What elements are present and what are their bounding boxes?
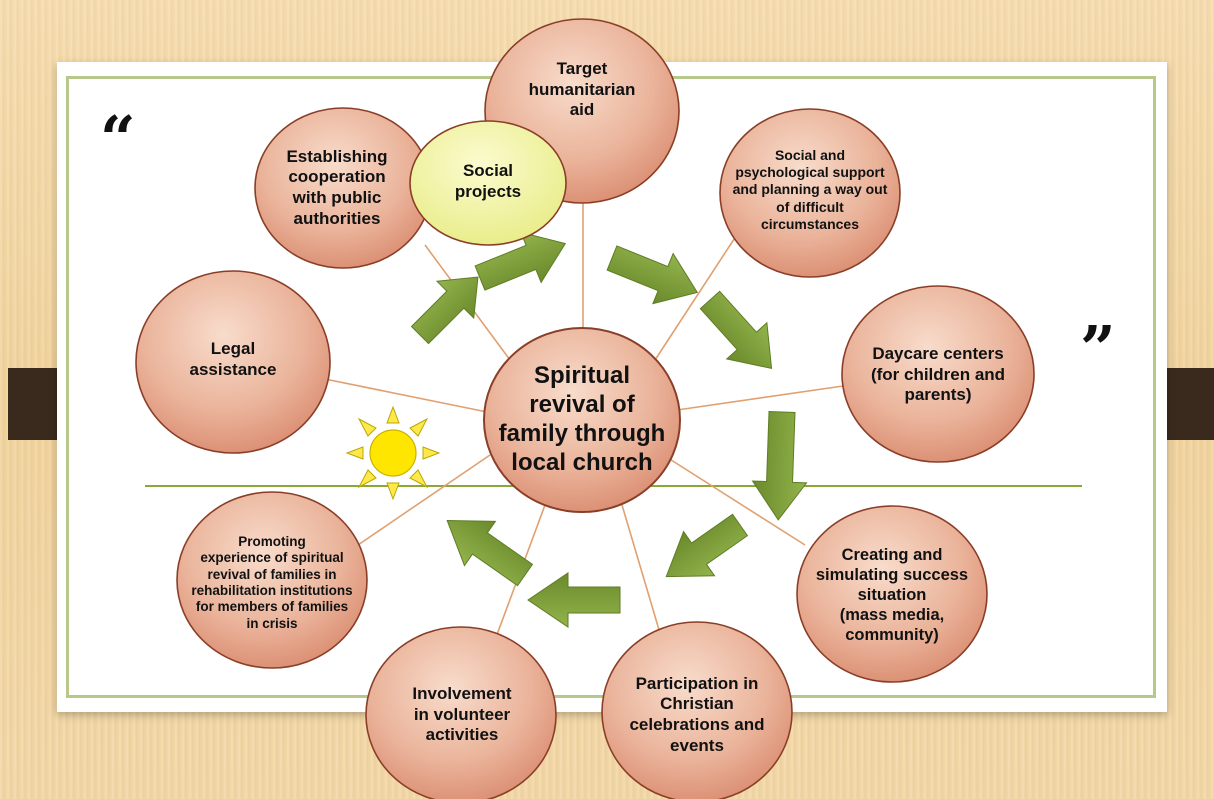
- connector-daycare: [676, 384, 851, 411]
- node-celebrations-circle: [601, 621, 793, 799]
- connector-legal: [319, 377, 488, 413]
- center-node-circle: [483, 327, 681, 513]
- node-daycare-label: Daycare centers (for children and parent…: [870, 343, 1006, 405]
- connector-success: [667, 457, 806, 546]
- node-social-projects-label: Social projects: [454, 161, 522, 201]
- node-psych-circle: [719, 108, 901, 278]
- node-daycare-circle: [841, 285, 1035, 463]
- arrow-left: [527, 572, 621, 628]
- node-success-label: Creating and simulating success situatio…: [815, 545, 969, 645]
- connector-psych: [654, 229, 741, 361]
- center-node-label: Spiritual revival of family through loca…: [498, 362, 666, 476]
- open-quote-mark: “: [100, 102, 136, 175]
- node-volunteer-circle: [365, 626, 557, 799]
- node-success-circle: [796, 505, 988, 683]
- node-cooperation-label: Establishing cooperation with public aut…: [286, 146, 388, 228]
- outer-nodes: [135, 18, 1035, 799]
- node-humanitarian-label: Target humanitarian aid: [528, 58, 636, 120]
- node-celebrations-label: Participation in Christian celebrations …: [629, 673, 765, 755]
- node-psych-label: Social and psychological support and pla…: [732, 147, 888, 232]
- arrow-top-right: [606, 245, 699, 305]
- arrow-to-top: [474, 231, 567, 291]
- arrow-up-left: [446, 519, 534, 587]
- arrow-down: [751, 411, 808, 521]
- node-promoting-circle: [176, 491, 368, 669]
- close-quote-mark: ”: [1080, 312, 1116, 385]
- connector-celebrations: [621, 504, 666, 651]
- arrow-down-left: [665, 513, 749, 578]
- node-promoting-label: Promoting experience of spiritual reviva…: [191, 533, 353, 631]
- arrow-up-right: [410, 276, 479, 345]
- node-volunteer-label: Involvement in volunteer activities: [412, 683, 512, 745]
- cycle-arrows: [410, 231, 808, 628]
- sun-icon: [345, 405, 441, 501]
- node-legal-label: Legal assistance: [189, 339, 277, 379]
- node-social-projects-circle: [409, 120, 567, 246]
- connector-promoting: [357, 454, 491, 546]
- node-legal-circle: [135, 270, 331, 454]
- arrow-right-down: [699, 290, 773, 369]
